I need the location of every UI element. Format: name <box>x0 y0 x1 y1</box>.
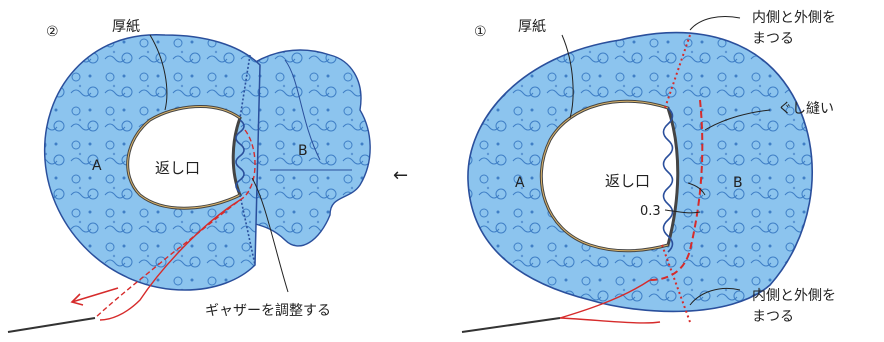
right-whipstitch-bottom-line1: 内側と外側を <box>752 288 836 304</box>
direction-arrow: ← <box>393 165 408 186</box>
right-running-stitch-label: ぐし縫い <box>778 101 834 117</box>
left-step-number: ② <box>46 24 59 40</box>
right-whipstitch-bottom-line2: まつる <box>752 309 794 325</box>
right-needle <box>462 318 560 332</box>
left-needle <box>8 318 95 332</box>
right-opening-label: 返し口 <box>605 172 650 190</box>
left-part-a-label: A <box>92 158 102 174</box>
right-seam-measure: 0.3 <box>640 204 661 219</box>
right-whipstitch-top-line1: 内側と外側を <box>752 10 836 26</box>
left-gather-note: ギャザーを調整する <box>205 303 331 319</box>
right-whipstitch-top-line2: まつる <box>752 31 794 47</box>
right-figure: ① 厚紙 A B 返し口 0.3 ぐし縫い 内側と外側を まつる 内側と外側を … <box>462 10 836 332</box>
right-cardboard-label: 厚紙 <box>518 19 546 35</box>
left-opening-label: 返し口 <box>155 159 200 177</box>
left-cardboard-label: 厚紙 <box>112 19 140 35</box>
right-part-b-label: B <box>733 175 743 191</box>
right-part-a-label: A <box>515 175 525 191</box>
left-figure: ② 厚紙 A B 返し口 ギャザーを調整する <box>8 19 370 332</box>
right-step-number: ① <box>474 24 487 40</box>
left-part-b-label: B <box>298 143 308 159</box>
